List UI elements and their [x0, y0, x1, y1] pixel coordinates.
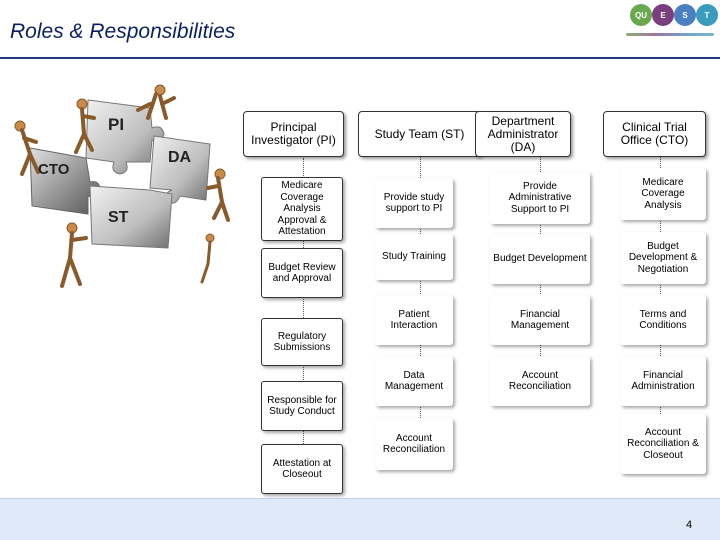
cto-item-5: Account Reconciliation & Closeout [620, 414, 706, 474]
pi-item-2: Budget Review and Approval [261, 248, 343, 298]
st-item-5: Account Reconciliation [375, 418, 453, 470]
pi-item-4: Responsible for Study Conduct [261, 381, 343, 431]
cto-item-4: Financial Administration [620, 356, 706, 406]
page-number: 4 [686, 519, 692, 531]
st-item-2: Study Training [375, 234, 453, 280]
header-cto: Clinical Trial Office (CTO) [603, 111, 706, 157]
logo-letter-s: S [674, 4, 696, 26]
cto-item-3: Terms and Conditions [620, 295, 706, 345]
da-item-4: Account Reconciliation [490, 356, 590, 406]
quest-logo: QU E S T [624, 2, 716, 46]
logo-letter-e: E [652, 4, 674, 26]
puzzle-label-cto: CTO [38, 161, 70, 178]
puzzle-label-st: ST [108, 209, 129, 226]
logo-letter-q: QU [630, 4, 652, 26]
puzzle-label-da: DA [168, 149, 192, 166]
pi-item-5: Attestation at Closeout [261, 444, 343, 494]
slide-footer [0, 498, 720, 540]
header-pi: Principal Investigator (PI) [243, 111, 344, 157]
puzzle-piece-st [90, 186, 172, 248]
slide-title: Roles & Responsibilities [10, 20, 235, 44]
title-divider [0, 57, 720, 59]
cto-item-1: Medicare Coverage Analysis [620, 168, 706, 220]
cto-item-2: Budget Development & Negotiation [620, 232, 706, 284]
puzzle-label-pi: PI [108, 115, 124, 134]
da-item-1: Provide Administrative Support to PI [490, 172, 590, 224]
pi-item-1: Medicare Coverage Analysis Approval & At… [261, 177, 343, 241]
st-item-4: Data Management [375, 356, 453, 406]
st-item-1: Provide study support to PI [375, 178, 453, 228]
pi-item-3: Regulatory Submissions [261, 318, 343, 366]
logo-letter-t: T [696, 4, 718, 26]
da-item-3: Financial Management [490, 295, 590, 345]
header-st: Study Team (ST) [358, 111, 481, 157]
st-item-3: Patient Interaction [375, 295, 453, 345]
logo-tagline-graphic [626, 33, 714, 36]
header-da: Department Administrator (DA) [475, 111, 571, 157]
puzzle-illustration: PI DA CTO ST [10, 78, 236, 300]
da-item-2: Budget Development [490, 234, 590, 284]
